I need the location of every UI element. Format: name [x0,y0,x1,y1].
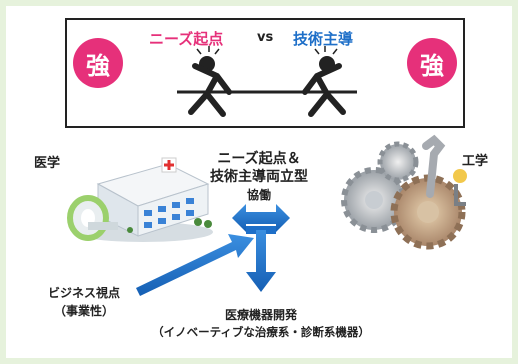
engineering-label: 工学 [462,154,489,169]
center-title-line2: 技術主導両立型 [210,169,308,185]
strong-left-badge: 強 [73,38,123,88]
center-title-line1: ニーズ起点＆ [217,151,301,167]
tech-led-label: 技術主導 [293,30,354,48]
needs-origin-label: ニーズ起点 [149,30,224,48]
diagram-panel: 強 強 ニーズ起点 vs 技術主導 医学 [6,6,512,358]
business-viewpoint-line1: ビジネス視点 [47,286,120,300]
medical-device-development-line1: 医療機器開発 [224,308,297,322]
collaboration-arrows-icon [136,204,290,296]
vs-label: vs [257,30,274,45]
medical-device-development-line2: （イノベーティブな治療系・診断系機器） [152,325,370,339]
collaboration-label: 協働 [246,188,271,202]
tug-of-war-box: 強 強 ニーズ起点 vs 技術主導 [65,18,465,128]
hospital-illustration-icon [67,157,213,242]
tug-of-war-figures-icon [177,46,357,117]
medicine-label: 医学 [34,156,61,171]
gears-illustration-icon [341,134,467,250]
strong-right-badge: 強 [407,38,457,88]
business-viewpoint-line2: （事業性） [53,304,114,318]
